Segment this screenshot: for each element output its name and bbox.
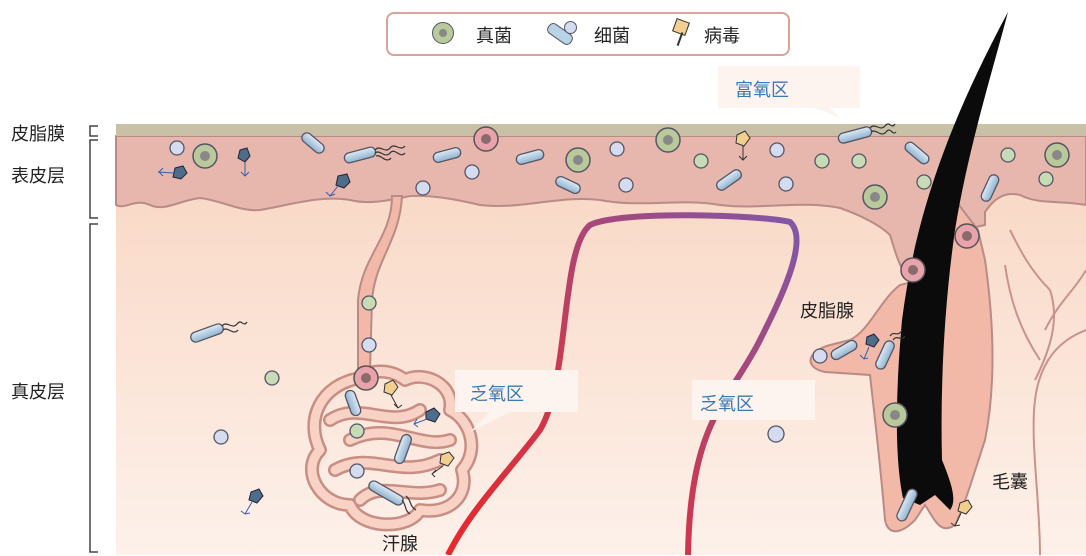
callout-anaerobic-sweat: 乏氧区 bbox=[470, 380, 524, 406]
callout-anaerobic-vessel: 乏氧区 bbox=[700, 390, 754, 416]
coccus bbox=[362, 338, 376, 352]
label-hair-follicle: 毛囊 bbox=[992, 468, 1028, 494]
coccus-icon bbox=[564, 21, 577, 34]
fungus-cell bbox=[656, 128, 680, 152]
coccus bbox=[350, 464, 364, 478]
label-sebaceous-gland: 皮脂腺 bbox=[800, 297, 854, 323]
coccus bbox=[214, 430, 228, 444]
coccus bbox=[779, 177, 793, 191]
fungus-cell bbox=[193, 144, 217, 168]
legend-virus-label: 病毒 bbox=[704, 22, 740, 48]
legend-fungus-label: 真菌 bbox=[476, 22, 512, 48]
coccus bbox=[813, 349, 827, 363]
coccus bbox=[1001, 148, 1015, 162]
host-cell bbox=[354, 366, 378, 390]
coccus bbox=[465, 165, 479, 179]
coccus bbox=[265, 371, 279, 385]
fungus-cell bbox=[1045, 143, 1069, 167]
coccus bbox=[170, 141, 184, 155]
host-cell bbox=[901, 258, 925, 282]
coccus bbox=[350, 424, 364, 438]
coccus bbox=[694, 154, 708, 168]
coccus bbox=[1039, 172, 1053, 186]
coccus bbox=[768, 426, 784, 442]
label-sebum-film: 皮脂膜 bbox=[11, 120, 65, 146]
host-cell bbox=[955, 224, 979, 248]
host-cell bbox=[474, 127, 498, 151]
coccus bbox=[852, 154, 866, 168]
sebum-film bbox=[116, 124, 1086, 136]
coccus bbox=[619, 178, 633, 192]
fungus-cell bbox=[863, 185, 887, 209]
coccus bbox=[416, 181, 430, 195]
label-sweat-gland: 汗腺 bbox=[382, 530, 418, 556]
label-epidermis: 表皮层 bbox=[11, 162, 65, 188]
coccus bbox=[362, 296, 376, 310]
legend: 真菌 细菌 病毒 bbox=[386, 12, 790, 56]
legend-bacteria-label: 细菌 bbox=[594, 22, 630, 48]
fungus-cell bbox=[566, 148, 590, 172]
fungus-icon bbox=[432, 22, 454, 44]
fungus-cell bbox=[883, 403, 907, 427]
coccus bbox=[610, 142, 624, 156]
callout-oxygen-rich: 富氧区 bbox=[735, 76, 789, 102]
coccus bbox=[770, 143, 784, 157]
coccus bbox=[917, 175, 931, 189]
coccus bbox=[815, 154, 829, 168]
label-dermis: 真皮层 bbox=[11, 378, 65, 404]
layer-brackets bbox=[90, 126, 98, 552]
virus-tail-icon bbox=[677, 32, 683, 46]
